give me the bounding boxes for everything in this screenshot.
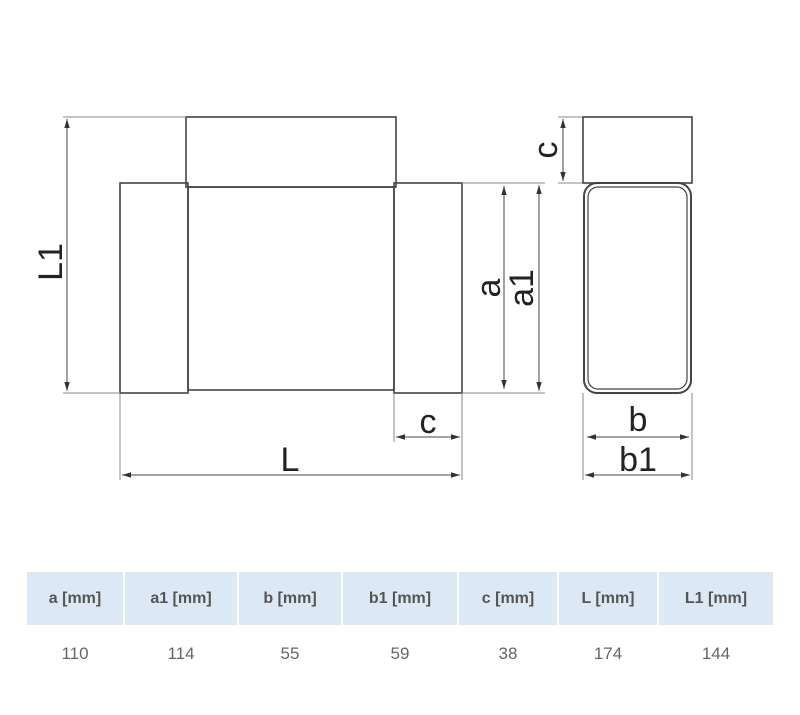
side-top [582,116,693,184]
side-outer-profile [583,182,692,394]
dimension-lines [63,116,693,480]
value-cell: 55 [280,644,300,663]
value-cell: 144 [701,644,731,663]
header-cell: c [mm] [459,572,557,625]
dimensions-table: a [mm] a1 [mm] b [mm] b1 [mm] c [mm] L [… [25,572,775,684]
technical-drawing: L1 a a1 c L c b b1 [32,116,693,480]
header-cell: a [mm] [27,572,123,625]
header-cell: b1 [mm] [343,572,457,625]
top-stub [185,116,397,188]
side-inner-profile [587,186,688,390]
value-cell: 174 [593,644,623,663]
label-L1: L1 [32,243,70,281]
body [187,186,395,391]
label-a: a [470,278,508,297]
table-header-row: a [mm] a1 [mm] b [mm] b1 [mm] c [mm] L [… [27,572,773,625]
label-b: b [629,401,648,439]
right-sleeve [393,182,463,394]
value-cell: 38 [498,644,518,663]
header-cell: L [mm] [559,572,657,625]
value-cell: 114 [167,644,195,663]
front-view [119,116,463,394]
label-c-side: c [527,142,565,159]
value-cell: 110 [61,644,89,663]
header-cell: L1 [mm] [659,572,773,625]
header-cell: a1 [mm] [125,572,237,625]
label-b1: b1 [619,441,657,479]
label-a1: a1 [503,269,541,307]
side-view [582,116,693,394]
value-cell: 59 [390,644,410,663]
header-cell: b [mm] [239,572,341,625]
table-row: 110 114 55 59 38 174 144 [27,625,773,684]
label-c-front: c [420,403,437,441]
left-sleeve [119,182,189,394]
label-L: L [281,441,300,479]
